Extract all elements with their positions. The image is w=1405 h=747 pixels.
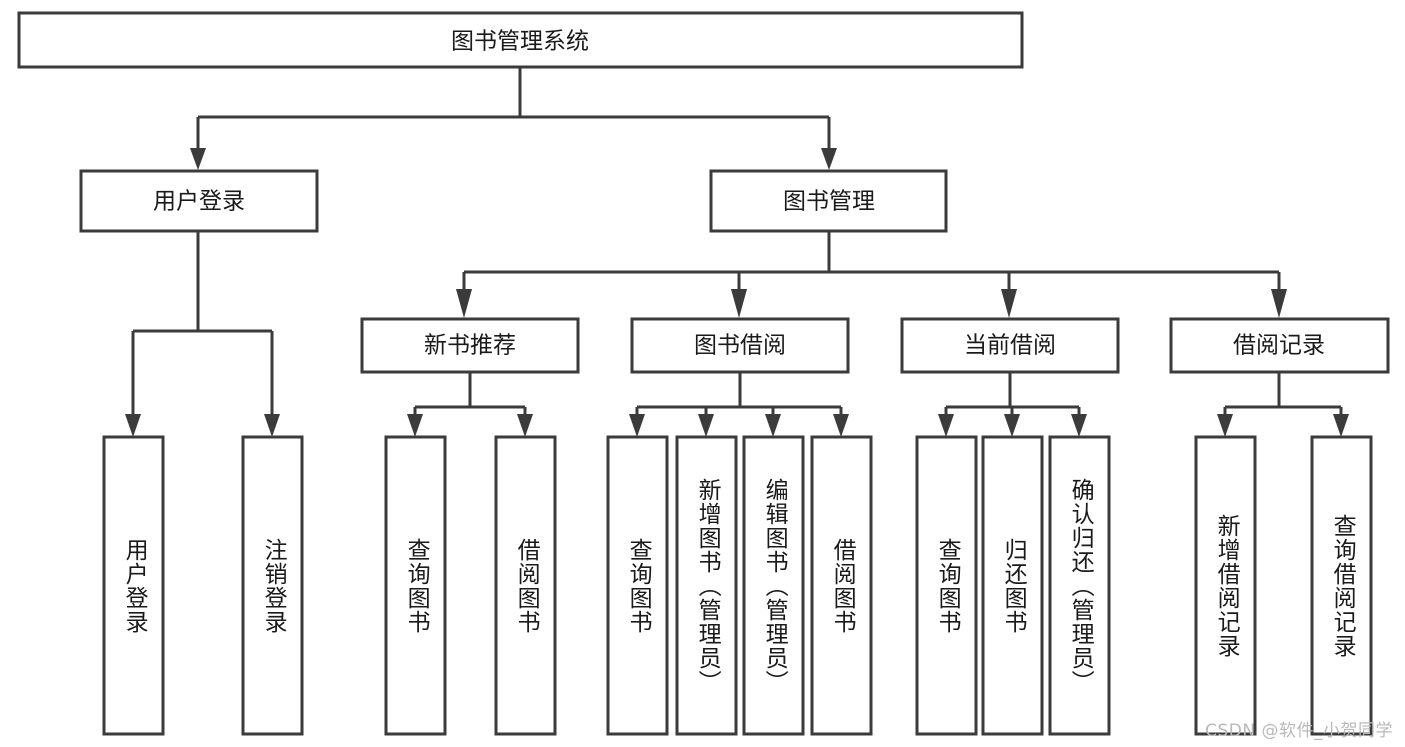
arrow-head-leaf-edit-book [765,414,781,437]
connector-group [125,67,1349,437]
leaf-box-return-book[interactable] [981,435,1044,736]
node-new-book-recommend-label: 新书推荐 [424,333,516,359]
node-current-borrow-box[interactable] [900,317,1120,374]
leaf-box-query-book-3[interactable] [915,435,978,736]
arrow-head-leaf-borrow-book-1 [517,414,533,437]
node-book-borrow-label: 图书借阅 [694,333,786,359]
arrow-head-leaf-return-book [1004,414,1020,437]
node-root-box[interactable] [17,11,1024,69]
arrow-head-leaf-query-book-1 [407,414,423,437]
arrow-head-leaf-query-record [1333,414,1349,437]
leaf-box-edit-book[interactable] [742,435,805,736]
leaf-box-add-record[interactable] [1194,435,1257,736]
arrow-head-leaf-user-login [125,414,141,437]
leaf-box-query-record[interactable] [1310,435,1373,736]
leaf-box-add-book[interactable] [675,435,738,736]
node-new-book-recommend-box[interactable] [360,317,580,374]
arrow-head-leaf-confirm-return [1071,414,1087,437]
leaf-box-query-book-2[interactable] [606,435,669,736]
arrow-head-leaf-query-book-3 [938,414,954,437]
node-root-label: 图书管理系统 [451,29,589,55]
node-user-login[interactable]: 用户登录 [79,169,319,233]
leaf-boxes-group [102,435,1373,736]
arrow-head-leaf-add-book [698,414,714,437]
arrow-head-leaf-logout-login [264,414,280,437]
leaf-box-logout-login[interactable] [241,435,304,736]
leaf-box-user-login[interactable] [102,435,165,736]
node-new-book-recommend[interactable]: 新书推荐 [360,317,580,374]
node-borrow-record-label: 借阅记录 [1233,333,1325,359]
node-book-borrow[interactable]: 图书借阅 [630,317,850,374]
arrow-head-user-login [190,148,206,170]
leaf-box-borrow-book-2[interactable] [810,435,873,736]
node-book-manage-box[interactable] [709,169,948,233]
arrow-head-current-borrow [1001,289,1017,318]
csdn-watermark: CSDN @软件_小贺同学 [1205,721,1393,741]
node-user-login-label: 用户登录 [153,189,245,215]
node-book-borrow-box[interactable] [630,317,850,374]
arrow-head-leaf-query-book-2 [629,414,645,437]
node-borrow-record-box[interactable] [1169,317,1390,374]
node-user-login-box[interactable] [79,169,319,233]
node-book-manage[interactable]: 图书管理 [709,169,948,233]
leaf-box-borrow-book-1[interactable] [494,435,557,736]
node-book-manage-label: 图书管理 [783,189,875,215]
arrow-head-leaf-borrow-book-2 [833,414,849,437]
node-current-borrow-label: 当前借阅 [964,333,1056,359]
arrow-head-book-manage [821,148,837,170]
leaf-box-query-book-1[interactable] [384,435,447,736]
node-current-borrow[interactable]: 当前借阅 [900,317,1120,374]
node-root[interactable]: 图书管理系统 [17,11,1024,69]
arrow-head-book-borrow [731,289,747,318]
arrow-head-new-book-recommend [456,289,472,318]
leaf-box-confirm-return[interactable] [1048,435,1111,736]
node-borrow-record[interactable]: 借阅记录 [1169,317,1390,374]
arrow-head-leaf-add-record [1217,414,1233,437]
arrow-head-borrow-record [1271,289,1287,318]
